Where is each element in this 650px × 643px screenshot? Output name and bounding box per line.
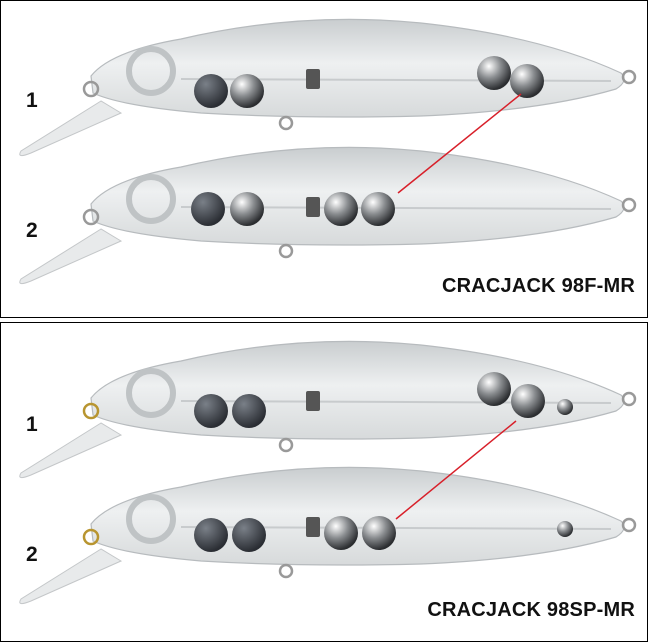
- tungsten-ball: [194, 74, 228, 108]
- steel-ball: [511, 384, 545, 418]
- diving-lip: [19, 422, 123, 479]
- model-name: CRACJACK 98F-MR: [441, 275, 635, 297]
- steel-ball: [230, 74, 264, 108]
- red-arrow-line: [395, 420, 517, 520]
- steel-ball: [557, 399, 573, 415]
- tail-eye: [621, 69, 637, 85]
- lure: [19, 146, 637, 285]
- line-tie-eye: [82, 528, 100, 546]
- eye-socket: [126, 368, 176, 418]
- lure-label-1: 1: [26, 89, 38, 112]
- red-arrow-line: [397, 93, 522, 194]
- belly-hook-eye: [278, 243, 294, 259]
- diving-lip: [19, 548, 123, 605]
- weight-block: [306, 391, 320, 411]
- belly-hook-eye: [278, 437, 294, 453]
- weight-block: [306, 197, 320, 217]
- eye-socket: [126, 46, 176, 96]
- tungsten-ball: [232, 518, 266, 552]
- tail-eye: [621, 197, 637, 213]
- tail-eye: [621, 391, 637, 407]
- steel-ball: [510, 64, 544, 98]
- tail-eye: [621, 517, 637, 533]
- line-tie-eye: [82, 402, 100, 420]
- steel-ball: [324, 516, 358, 550]
- eye-socket: [126, 174, 176, 224]
- steel-ball: [477, 56, 511, 90]
- steel-ball: [557, 521, 573, 537]
- tungsten-ball: [194, 518, 228, 552]
- tungsten-ball: [232, 394, 266, 428]
- lure-label-1: 1: [26, 413, 38, 436]
- panel-98sp-mr: 1 2 CRACJACK 98SP-MR: [0, 322, 648, 642]
- line-tie-eye: [82, 80, 100, 98]
- lure-photo-98sp-mr: [19, 340, 637, 605]
- panel-98f-mr: 1 2 CRACJACK 98F-MR: [0, 0, 648, 318]
- belly-hook-eye: [278, 563, 294, 579]
- weight-block: [306, 69, 320, 89]
- steel-ball: [324, 192, 358, 226]
- tungsten-ball: [191, 192, 225, 226]
- eye-socket: [126, 494, 176, 544]
- weight-block: [306, 517, 320, 537]
- steel-ball: [362, 516, 396, 550]
- lure: [19, 18, 637, 157]
- belly-hook-eye: [278, 115, 294, 131]
- lure-photo-98f-mr: [19, 18, 637, 285]
- steel-ball: [361, 192, 395, 226]
- diving-lip: [19, 228, 123, 285]
- diving-lip: [19, 100, 123, 157]
- tungsten-ball: [194, 394, 228, 428]
- line-tie-eye: [82, 208, 100, 226]
- lure: [19, 340, 637, 479]
- lure-label-2: 2: [26, 219, 38, 242]
- model-name: CRACJACK 98SP-MR: [427, 599, 635, 621]
- steel-ball: [477, 372, 511, 406]
- lure: [19, 466, 637, 605]
- lure-label-2: 2: [26, 543, 38, 566]
- steel-ball: [230, 192, 264, 226]
